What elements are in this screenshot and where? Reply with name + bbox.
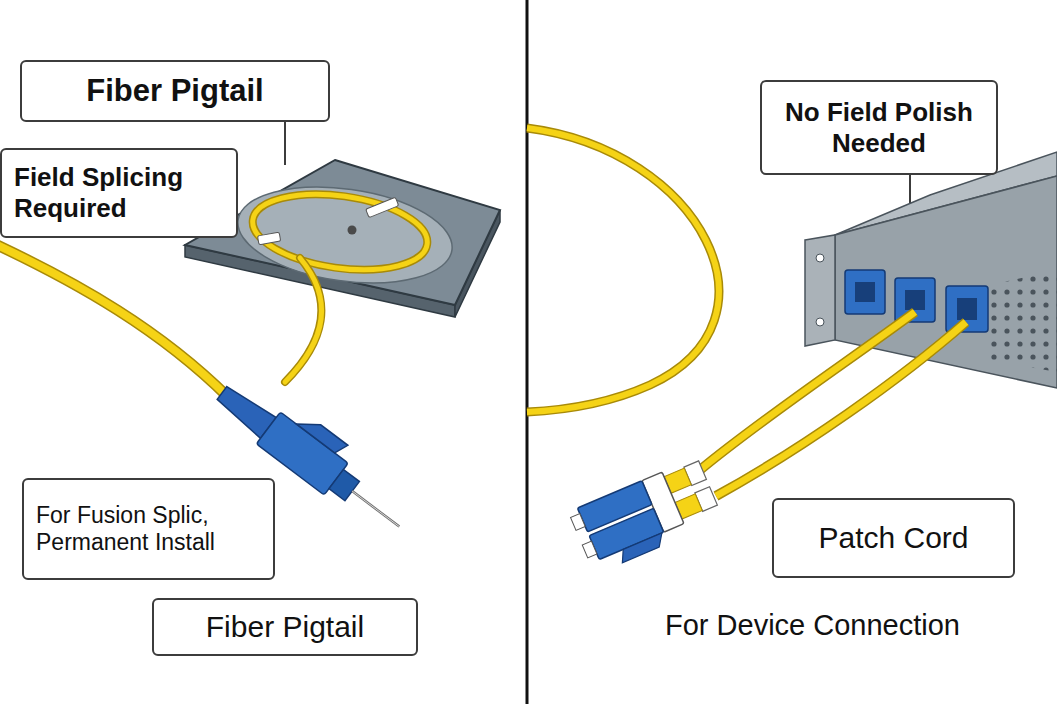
note-box: For Fusion Splic, Permanent Install <box>22 478 275 580</box>
callout-box: Field Splicing Required <box>0 148 238 238</box>
box-text: Fiber Pigtail <box>34 73 316 110</box>
box-text: Fiber Pigtail <box>166 609 404 644</box>
box-text: Patch Cord <box>786 520 1001 555</box>
box-text: No Field Polish Needed <box>774 97 984 158</box>
patch-cord-cable <box>700 312 966 496</box>
panel-divider <box>526 0 529 704</box>
panel-caption: For Device Connection <box>665 609 960 642</box>
duplex-lc-connector <box>568 457 723 574</box>
fiber-cable <box>527 128 719 412</box>
caption-box: Patch Cord <box>772 498 1015 578</box>
fiber-cable <box>285 258 321 382</box>
box-text: For Fusion Splic, Permanent Install <box>36 502 261 556</box>
pigtail-cable <box>0 244 228 397</box>
fiber-cable <box>285 258 321 382</box>
pigtail-cable <box>0 244 228 397</box>
callout-box: Fiber Pigtail <box>20 60 330 122</box>
box-text: Field Splicing Required <box>14 162 224 223</box>
leader-line <box>284 122 286 165</box>
fiber-cable <box>527 128 719 412</box>
callout-box: No Field Polish Needed <box>760 80 998 175</box>
leader-line <box>909 175 911 203</box>
caption-box: Fiber Pigtail <box>152 598 418 656</box>
